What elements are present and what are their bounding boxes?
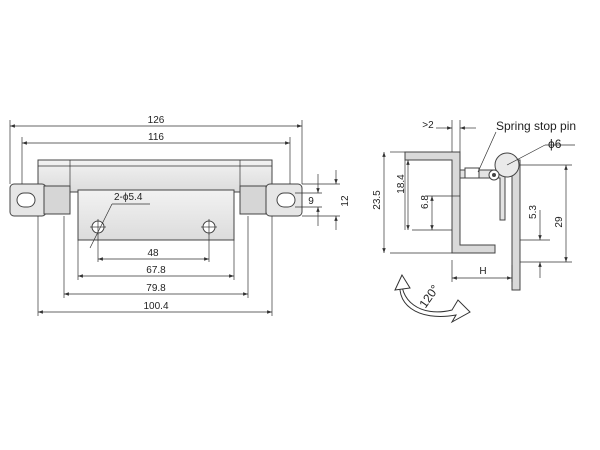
hinge-knuckle: [37, 159, 273, 193]
dim-6-8: 6.8: [420, 195, 431, 209]
side-view: >2 Spring stop pin ϕ6 23.5 18.4 6.8 5.3 …: [372, 119, 576, 324]
rotation-angle-label: 120°: [416, 282, 442, 311]
spring-stop-pin-label: Spring stop pin: [496, 119, 576, 133]
side-bracket: [404, 151, 496, 254]
dim-29: 29: [554, 216, 565, 228]
dim-12: 12: [340, 195, 351, 207]
dim-h: H: [479, 266, 486, 277]
dim-5-3: 5.3: [528, 205, 539, 219]
dim-9: 9: [308, 196, 314, 207]
front-view: 126 116 2-ϕ5.4 48 67.8 79.8 100.4 9 12: [9, 115, 351, 316]
side-leaf: [511, 159, 521, 291]
rotation-arrow: [394, 273, 471, 324]
dim-116: 116: [148, 132, 164, 143]
dim-greater-2: >2: [422, 120, 434, 131]
right-slot: [276, 192, 296, 208]
dim-79-8: 79.8: [146, 283, 166, 294]
pin-diameter-label: ϕ6: [548, 137, 562, 151]
dim-100-4: 100.4: [143, 301, 168, 312]
dim-126: 126: [148, 115, 165, 126]
dim-23-5: 23.5: [372, 190, 383, 210]
hole-callout: 2-ϕ5.4: [114, 192, 143, 203]
dim-48: 48: [147, 248, 159, 259]
left-slot: [16, 192, 36, 208]
dim-18-4: 18.4: [396, 174, 407, 194]
dim-67-8: 67.8: [146, 265, 166, 276]
